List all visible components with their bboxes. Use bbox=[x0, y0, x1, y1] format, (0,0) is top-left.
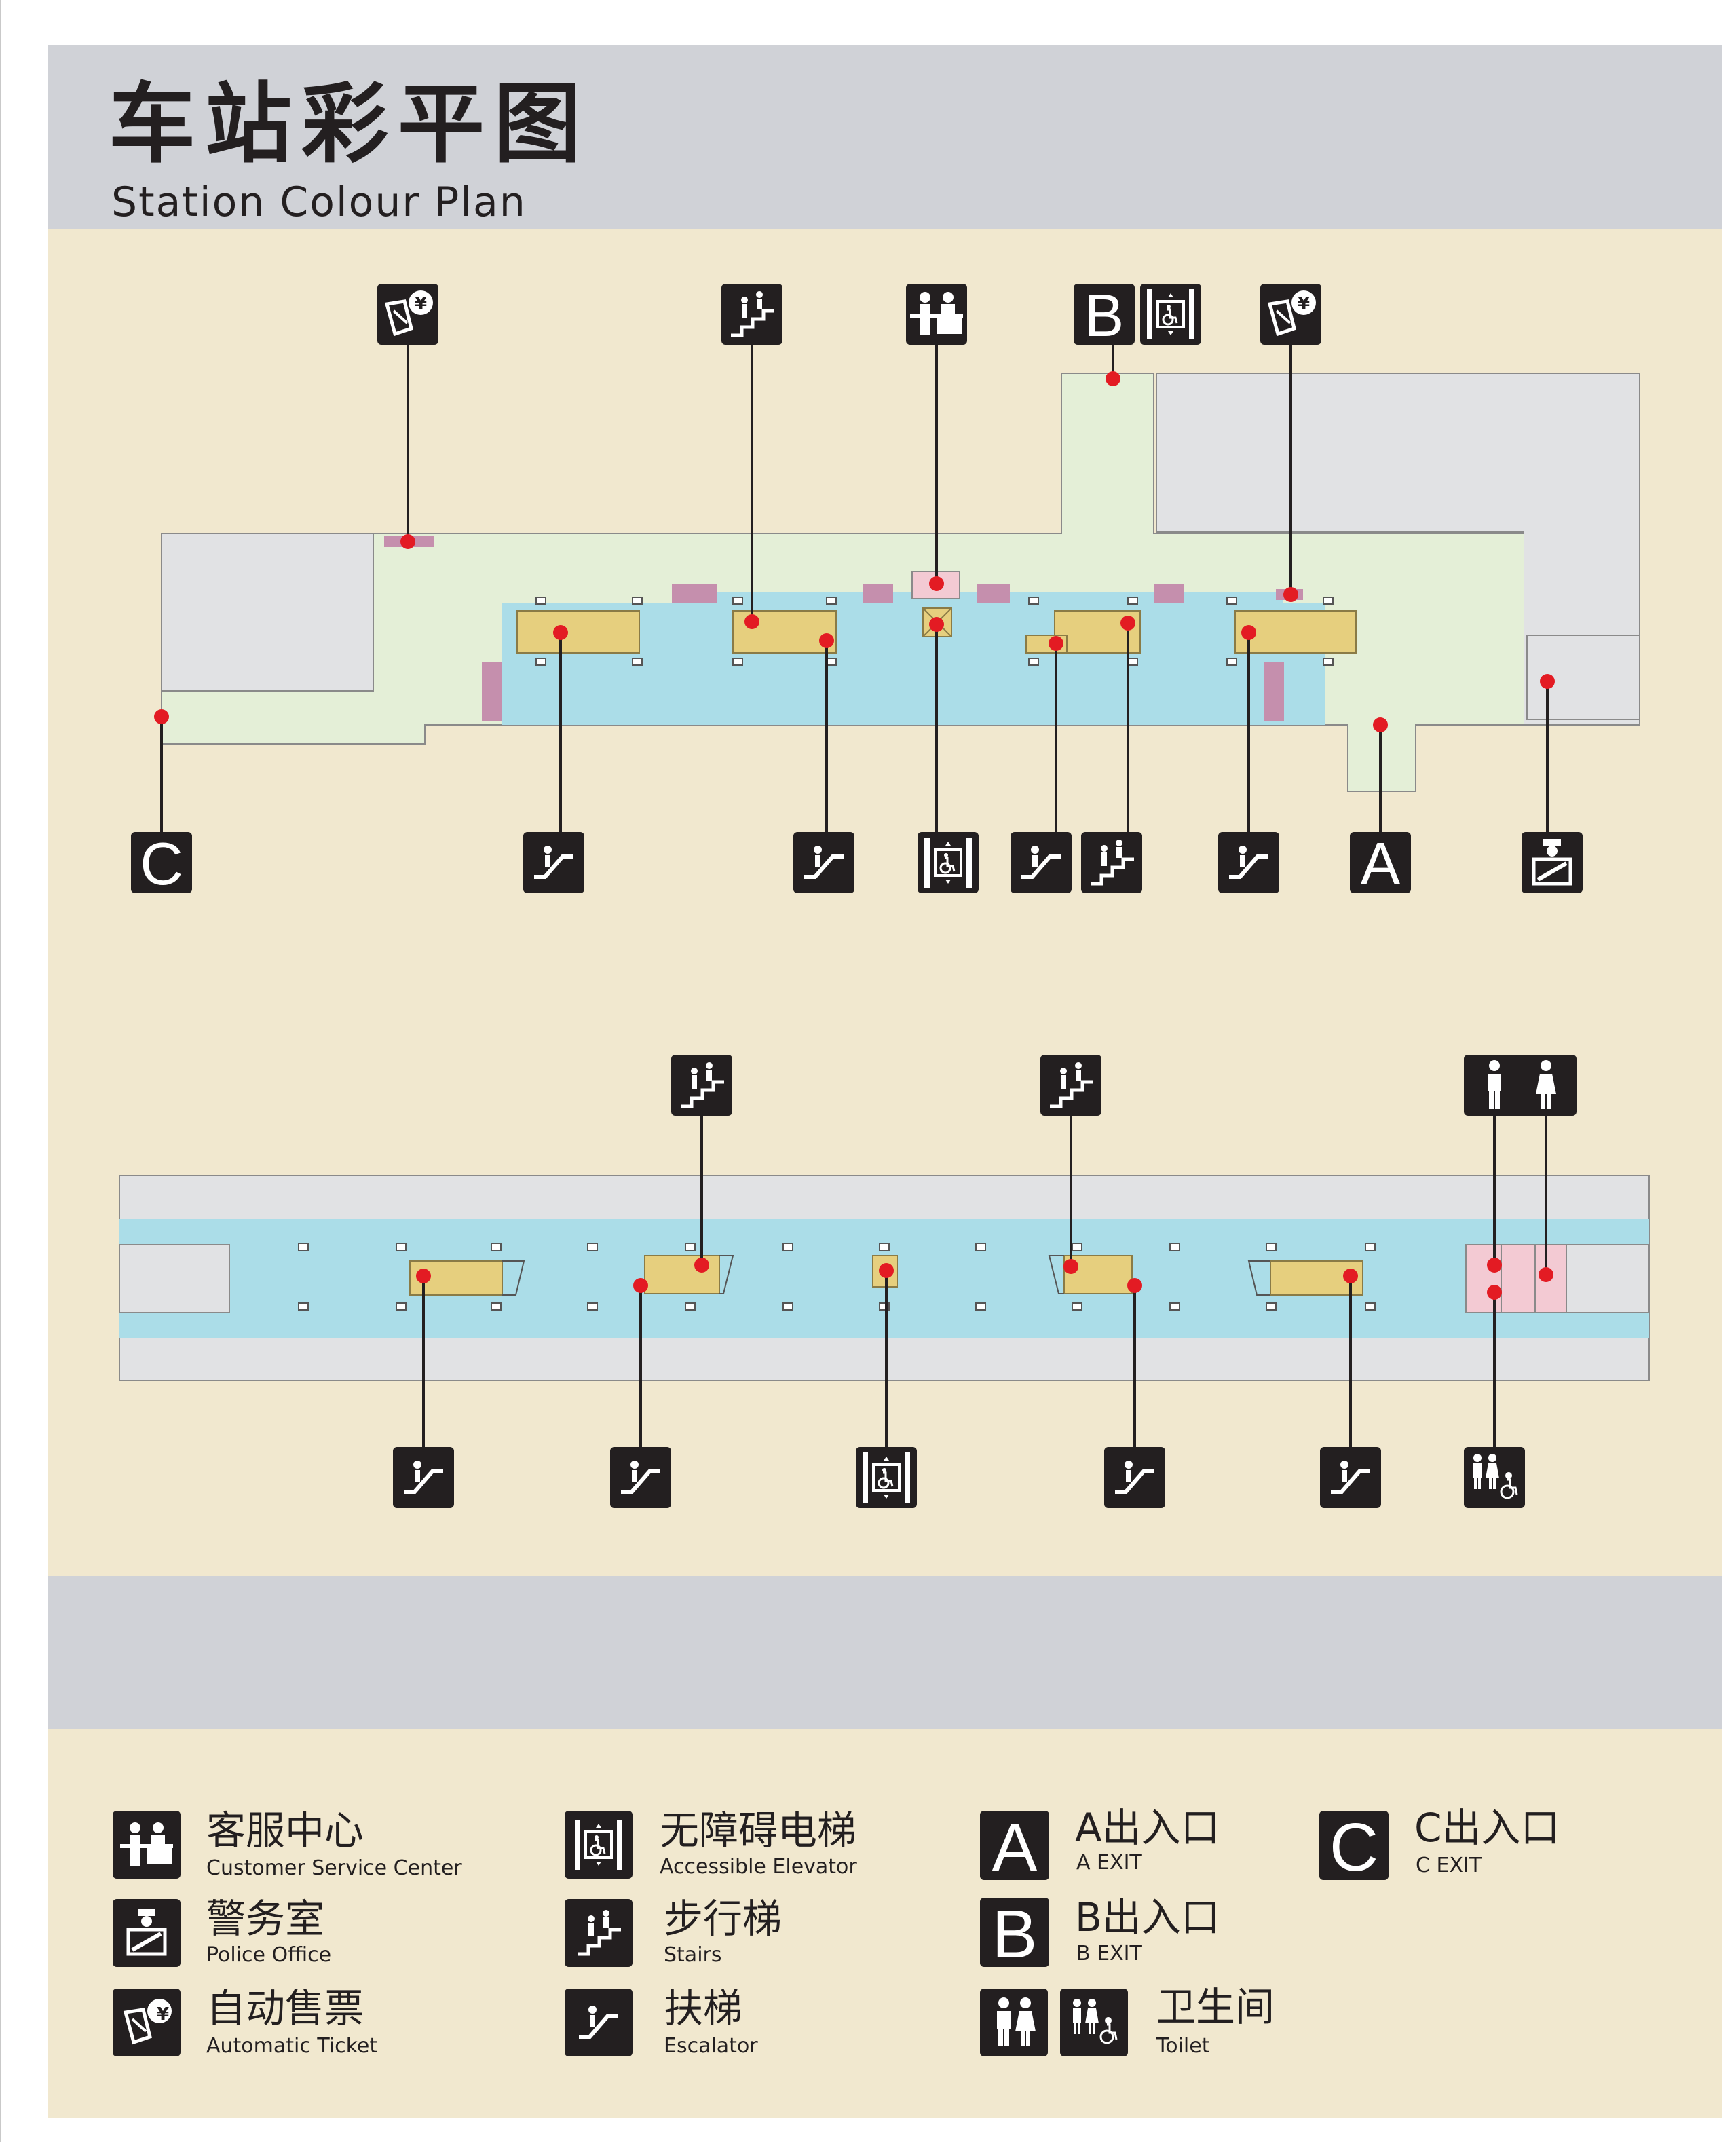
legend-label-en: Customer Service Center bbox=[206, 1856, 462, 1880]
escalator-icon bbox=[1011, 832, 1072, 893]
svg-text:A: A bbox=[992, 1809, 1038, 1885]
escalator-icon bbox=[793, 832, 854, 893]
escalator-icon bbox=[1104, 1447, 1165, 1508]
escalator-icon bbox=[523, 832, 584, 893]
platform-leaders bbox=[422, 1116, 1547, 1447]
accessible-toilet-icon bbox=[1060, 1989, 1128, 2056]
exit-a-icon: A bbox=[980, 1809, 1049, 1885]
customer-service-icon bbox=[113, 1811, 181, 1879]
exit-b-icon: B bbox=[980, 1896, 1049, 1972]
platform-level-plan bbox=[119, 1175, 1650, 1381]
accessible-toilet-icon bbox=[1464, 1447, 1525, 1508]
svg-text:B: B bbox=[1084, 282, 1125, 349]
legend-label-zh: 步行梯 bbox=[664, 1896, 782, 1942]
legend-label-zh: A出入口 bbox=[1075, 1805, 1220, 1851]
exit-b-icon: B bbox=[1074, 282, 1135, 349]
legend-label-en: Stairs bbox=[664, 1943, 722, 1967]
legend-label-en: Accessible Elevator bbox=[660, 1855, 857, 1879]
legend-label-en: B EXIT bbox=[1076, 1942, 1142, 1966]
concourse-level-plan bbox=[161, 373, 1640, 792]
page-subtitle: Station Colour Plan bbox=[111, 178, 527, 226]
legend-label-zh: 扶梯 bbox=[664, 1985, 743, 2031]
svg-text:B: B bbox=[992, 1896, 1038, 1972]
exit-c-icon: C bbox=[131, 830, 192, 897]
legend-label-en: C EXIT bbox=[1416, 1854, 1482, 1877]
page-title: 车站彩平图 bbox=[109, 74, 591, 175]
escalator-icon bbox=[1218, 832, 1279, 893]
escalator-icon bbox=[1320, 1447, 1381, 1508]
automatic-ticket-icon: ¥ bbox=[1260, 284, 1321, 345]
svg-text:A: A bbox=[1361, 830, 1401, 897]
legend-label-zh: 警务室 bbox=[206, 1896, 325, 1942]
legend-label-zh: B出入口 bbox=[1075, 1894, 1220, 1940]
legend-label-en: Police Office bbox=[206, 1943, 332, 1967]
svg-text:¥: ¥ bbox=[157, 2004, 169, 2025]
concourse-leaders bbox=[160, 345, 1549, 832]
police-office-icon bbox=[113, 1899, 181, 1967]
svg-text:C: C bbox=[1329, 1809, 1378, 1885]
legend-label-zh: 无障碍电梯 bbox=[660, 1807, 857, 1854]
customer-service-icon bbox=[906, 284, 967, 345]
stairs-icon bbox=[1081, 832, 1142, 893]
police-office-icon bbox=[1522, 832, 1583, 893]
svg-text:C: C bbox=[140, 830, 183, 897]
legend-label-zh: 自动售票 bbox=[206, 1985, 364, 2031]
toilet-female-icon bbox=[1515, 1055, 1577, 1116]
exit-a-icon: A bbox=[1350, 830, 1411, 897]
legend-label-en: A EXIT bbox=[1076, 1851, 1142, 1875]
escalator-icon bbox=[565, 1989, 633, 2056]
legend-label-zh: C出入口 bbox=[1414, 1805, 1560, 1851]
accessible-elevator-icon bbox=[1140, 284, 1201, 345]
automatic-ticket-icon: ¥ bbox=[113, 1989, 181, 2056]
building-block bbox=[161, 533, 374, 692]
stairs-icon bbox=[1040, 1055, 1101, 1116]
legend-label-zh: 客服中心 bbox=[206, 1807, 364, 1854]
toilet-male-female-icon bbox=[980, 1989, 1048, 2056]
svg-text:¥: ¥ bbox=[1298, 294, 1310, 314]
legend-label-en: Toilet bbox=[1156, 2034, 1210, 2058]
platform-markers bbox=[416, 1258, 1553, 1300]
escalator-icon bbox=[393, 1447, 454, 1508]
stairs-icon bbox=[671, 1055, 732, 1116]
accessible-elevator-icon bbox=[565, 1811, 633, 1879]
automatic-ticket-icon: ¥ bbox=[377, 284, 438, 345]
accessible-elevator-icon bbox=[856, 1447, 917, 1508]
header-band bbox=[48, 45, 1722, 229]
exit-c-icon: C bbox=[1319, 1809, 1389, 1885]
legend-label-en: Escalator bbox=[664, 2034, 758, 2058]
accessible-elevator-icon bbox=[918, 832, 979, 893]
escalator-icon bbox=[610, 1447, 671, 1508]
legend-label-en: Automatic Ticket bbox=[206, 2034, 378, 2058]
concourse-markers bbox=[154, 371, 1555, 732]
stairs-icon bbox=[721, 284, 782, 345]
legend-icons: ¥ A B C bbox=[113, 1809, 1389, 2056]
divider-band bbox=[48, 1576, 1722, 1729]
legend-label-zh: 卫生间 bbox=[1156, 1984, 1275, 2030]
svg-text:¥: ¥ bbox=[415, 294, 427, 314]
toilet-male-icon bbox=[1464, 1055, 1525, 1116]
stairs-icon bbox=[565, 1899, 633, 1967]
